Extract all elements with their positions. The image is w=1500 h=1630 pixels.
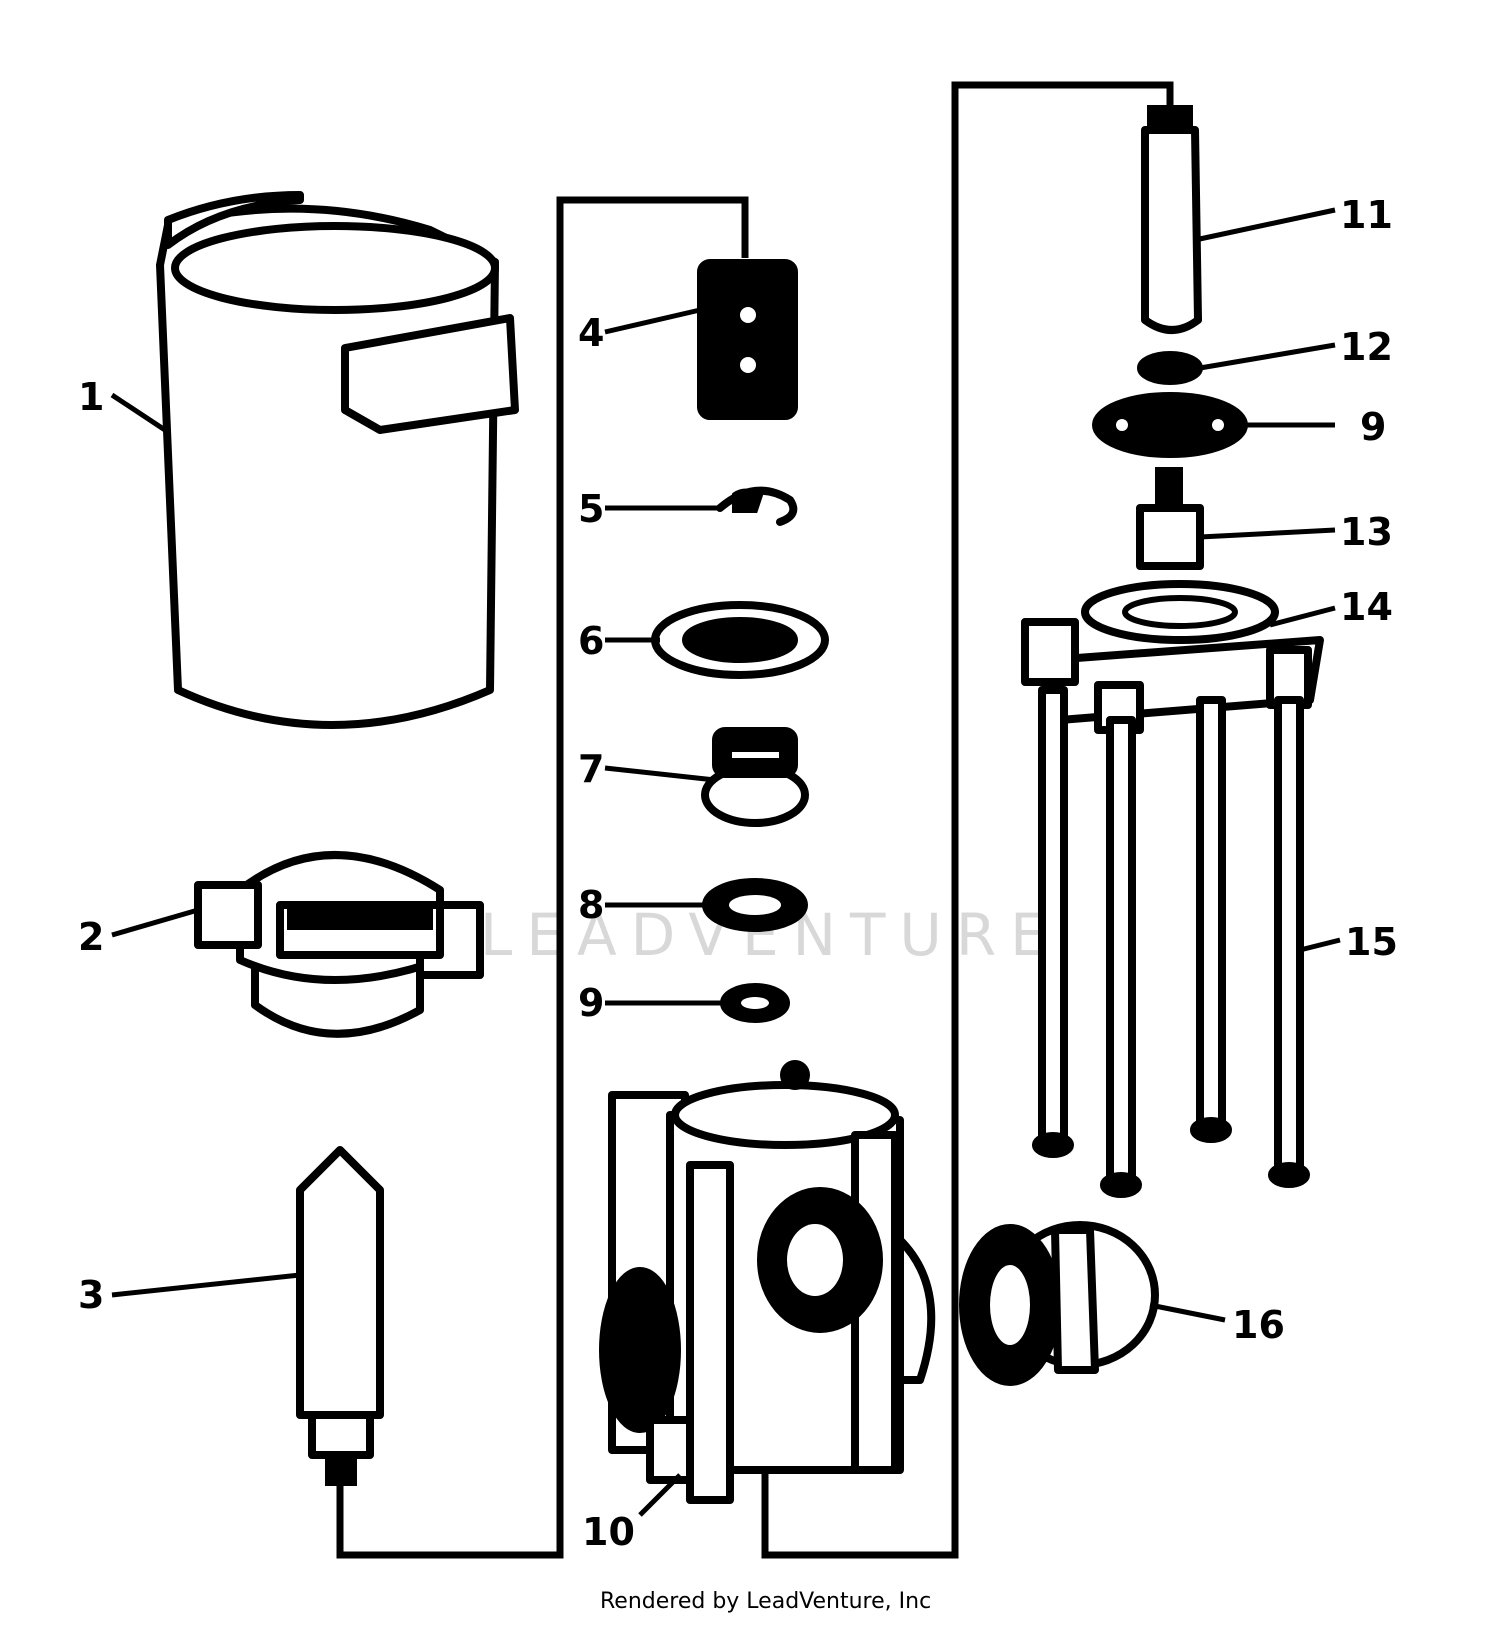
carburetor-body	[599, 1060, 936, 1504]
callout-5: 5	[578, 487, 604, 531]
part-3-needle	[296, 1146, 384, 1486]
part-2-float	[194, 851, 484, 1038]
part-8-washer	[702, 878, 808, 932]
part-7-seat	[701, 727, 809, 827]
credit-text: Rendered by LeadVenture, Inc	[600, 1589, 931, 1614]
callout-11: 11	[1340, 193, 1393, 237]
part-9-gasket-upper	[1092, 392, 1248, 458]
callout-16: 16	[1232, 1303, 1285, 1347]
leader-lines	[110, 207, 1341, 1517]
callout-8: 8	[578, 883, 604, 927]
callout-13: 13	[1340, 510, 1393, 554]
callout-labels: 1 2 3 4 5 6 7 8 9 10 11 12 9 13 14 15 16	[78, 193, 1398, 1554]
part-16-cap	[959, 1221, 1159, 1386]
part-15-screws	[1032, 686, 1310, 1198]
assembly-line-right	[761, 81, 1174, 1559]
callout-9-upper: 9	[1360, 405, 1386, 449]
callout-15: 15	[1345, 920, 1398, 964]
callout-9-lower: 9	[578, 981, 604, 1025]
part-13-fitting	[1136, 467, 1204, 570]
callout-12: 12	[1340, 325, 1393, 369]
callout-7: 7	[578, 747, 604, 791]
callout-6: 6	[578, 619, 604, 663]
part-4-gasket-stack	[697, 259, 798, 420]
part-6-gasket	[651, 601, 829, 679]
part-14-cover-plate	[1021, 580, 1324, 734]
callout-4: 4	[578, 311, 604, 355]
callout-14: 14	[1340, 585, 1393, 629]
part-9-oring-small	[720, 983, 790, 1023]
assembly-line-center	[336, 196, 749, 1559]
part-12-washer	[1137, 351, 1203, 385]
part-1-bowl	[156, 191, 519, 729]
part-5-clip	[716, 486, 798, 526]
callout-2: 2	[78, 915, 104, 959]
part-11-inlet-needle	[1141, 105, 1202, 334]
callout-10: 10	[582, 1510, 635, 1554]
callout-3: 3	[78, 1273, 104, 1317]
callout-1: 1	[78, 375, 104, 419]
